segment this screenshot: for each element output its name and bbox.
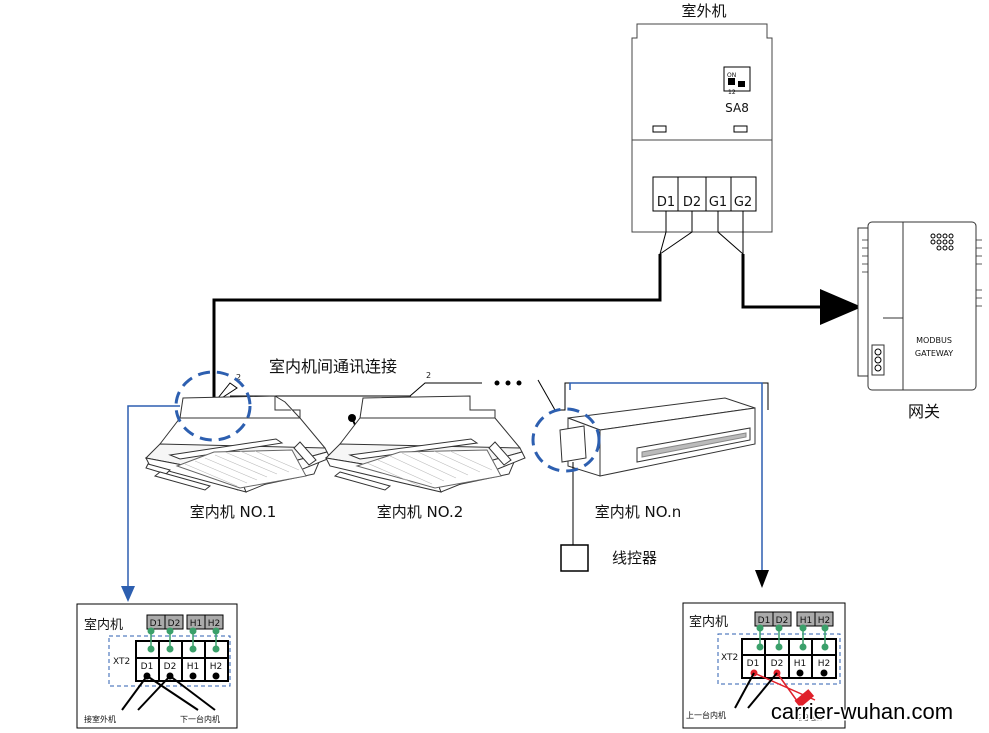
terminal-d2: D2: [683, 195, 701, 210]
indoor-unit-2-label: 室内机 NO.2: [377, 503, 464, 521]
dr-top-h1: H1: [800, 616, 813, 626]
detail-left-title: 室内机: [84, 617, 123, 633]
highlight-unit-1: [174, 370, 252, 442]
gateway-line2: GATEWAY: [915, 349, 953, 358]
sa8-label: SA8: [725, 101, 749, 115]
indoor-unit-1: [144, 395, 331, 493]
dl-top-d2: D2: [168, 619, 181, 629]
indoor-unit-2: [324, 395, 526, 493]
dr-bot-h2: H2: [818, 659, 831, 669]
modbus-gateway: MODBUS GATEWAY 网关: [857, 221, 982, 421]
dl-wire-left: 接室外机: [84, 714, 116, 724]
dl-wire-right: 下一台内机: [180, 714, 220, 724]
dl-top-h1: H1: [190, 619, 203, 629]
dip-on-text: ON: [727, 72, 736, 79]
pair-mark-1: 2: [236, 373, 241, 382]
watermark: carrier-wuhan.com: [771, 699, 953, 724]
dl-xt2: XT2: [113, 657, 130, 667]
outdoor-unit-title: 室外机: [681, 2, 726, 20]
indoor-unit-1-label: 室内机 NO.1: [190, 503, 277, 521]
outdoor-unit: 室外机 ON 12 SA8 D1 D2 G1 G2: [631, 2, 773, 233]
highlight-unit-n: [531, 407, 601, 473]
detail-right-title: 室内机: [689, 614, 728, 630]
dl-bot-h1: H1: [187, 662, 200, 672]
terminal-g2: G2: [734, 195, 752, 210]
dr-bot-d1: D1: [747, 659, 760, 669]
dip-switch: [723, 66, 751, 92]
wired-controller: [560, 544, 589, 572]
terminal-g1: G1: [709, 195, 727, 210]
dr-bot-d2: D2: [771, 659, 784, 669]
dl-bot-d1: D1: [141, 662, 154, 672]
dl-top-d1: D1: [150, 619, 163, 629]
detail-left: 室内机 D1 D2 H1 H2 XT2 D1 D2 H1 H2: [76, 603, 238, 729]
dr-top-d1: D1: [758, 616, 771, 626]
outdoor-wires: [212, 211, 862, 403]
dr-top-d2: D2: [776, 616, 789, 626]
pair-mark-2: 2: [426, 371, 431, 380]
blue-leader-lines: [127, 382, 763, 588]
dip-num-text: 12: [728, 89, 736, 96]
gateway-label: 网关: [908, 402, 940, 421]
dl-bot-d2: D2: [164, 662, 177, 672]
dr-bot-h1: H1: [794, 659, 807, 669]
dl-top-h2: H2: [208, 619, 221, 629]
dr-wire-right: 匹配电阻: [794, 713, 822, 722]
indoor-unit-n-label: 室内机 NO.n: [595, 503, 681, 521]
indoor-unit-n: [559, 397, 756, 545]
detail-right: 室内机 D1 D2 H1 H2 XT2 D1 D2 H1 H2: [682, 602, 846, 729]
dr-xt2: XT2: [721, 653, 738, 663]
dr-wire-left: 上一台内机: [686, 710, 726, 720]
outdoor-terminal-block: D1 D2 G1 G2: [652, 176, 757, 212]
dr-top-h2: H2: [818, 616, 831, 626]
controller-label: 线控器: [612, 549, 657, 567]
comm-label: 室内机间通讯连接: [269, 357, 397, 376]
gateway-line1: MODBUS: [916, 336, 952, 345]
arrow-down-right: [755, 570, 769, 588]
dl-bot-h2: H2: [210, 662, 223, 672]
arrow-down-left: [121, 586, 135, 602]
terminal-d1: D1: [657, 195, 675, 210]
